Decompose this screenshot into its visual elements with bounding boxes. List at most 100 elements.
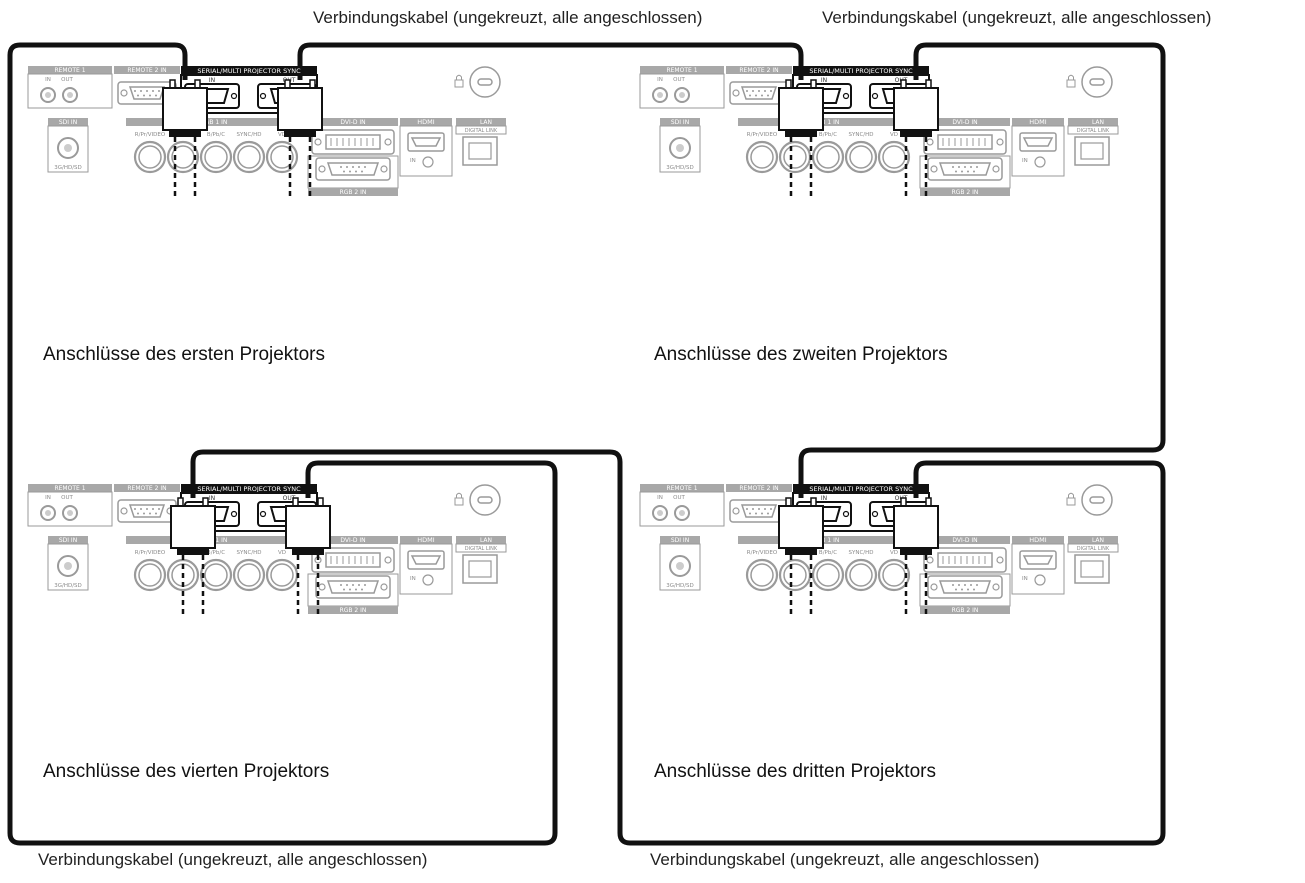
remote1-out-label: OUT: [673, 77, 685, 83]
serial-label: SERIAL/MULTI PROJECTOR SYNC: [809, 485, 913, 493]
hdmi-in-label: IN: [1022, 576, 1028, 582]
cable-connector-3: [778, 79, 824, 198]
serial-header: [181, 66, 317, 75]
rgb1-port-label-5: VD: [278, 550, 286, 556]
cable-connector-7: [778, 497, 824, 616]
rgb1-jack-3: [199, 140, 233, 174]
remote1-in-label: IN: [45, 495, 51, 501]
rgb1-port-label-3: B/Pb/C: [207, 132, 225, 138]
cable-caption-top-right: Verbindungskabel (ungekreuzt, alle anges…: [822, 8, 1212, 27]
remote1-out-label: OUT: [61, 495, 73, 501]
hdmi-port: [1019, 550, 1057, 570]
rgb2-port: [315, 157, 391, 181]
hdmi-screw: [1034, 156, 1046, 168]
remote2-port: [729, 499, 789, 523]
rgb2-label: RGB 2 IN: [952, 189, 979, 196]
rgb1-jack-1: [745, 140, 779, 174]
cable-connector-2: [277, 79, 323, 198]
cable-paths: [7, 42, 1166, 846]
dvi-port: [311, 129, 395, 155]
rgb1-port-label-4: SYNC/HD: [236, 132, 261, 138]
remote1-in-jack: [652, 505, 668, 521]
projector-label-second: Anschlüsse des zweiten Projektors: [654, 344, 948, 365]
dvi-header: [308, 118, 398, 126]
digital-link-label: DIGITAL LINK: [1077, 546, 1110, 552]
sdi-header: [660, 536, 700, 544]
cable-connector-8: [893, 497, 939, 616]
serial-label: SERIAL/MULTI PROJECTOR SYNC: [197, 67, 301, 75]
rgb1-port-label-1: R/Pr/VIDEO: [135, 132, 166, 138]
digital-link-label: DIGITAL LINK: [465, 546, 498, 552]
rgb1-port-label-5: VD: [890, 132, 898, 138]
dvi-label: DVI-D IN: [952, 119, 977, 126]
serial-in-label: IN: [821, 77, 827, 84]
lan-label: LAN: [1092, 537, 1104, 544]
security-slot: [469, 66, 501, 98]
remote1-header: [28, 484, 112, 492]
lock-icon: [1066, 74, 1076, 88]
lan-header: [1068, 118, 1118, 126]
cable-path-2: [297, 42, 804, 80]
serial-in-label: IN: [209, 495, 215, 502]
hdmi-in-label: IN: [410, 158, 416, 164]
security-slot: [1081, 484, 1113, 516]
rgb1-header: [126, 118, 302, 126]
remote1-in-label: IN: [657, 495, 663, 501]
rgb1-jack-5: [265, 140, 299, 174]
remote1-label: REMOTE 1: [54, 485, 85, 492]
lan-label: LAN: [480, 119, 492, 126]
rgb1-jack-5: [877, 558, 911, 592]
remote1-header: [28, 66, 112, 74]
hdmi-port: [407, 550, 445, 570]
dvi-header: [308, 536, 398, 544]
lan-label: LAN: [1092, 119, 1104, 126]
rgb1-header: [738, 118, 914, 126]
remote2-header: [114, 66, 180, 74]
remote2-header: [726, 66, 792, 74]
remote2-header: [114, 484, 180, 492]
rgb1-port-label-3: B/Pb/C: [207, 550, 225, 556]
rgb1-jack-4: [844, 140, 878, 174]
rgb1-port-label-5: VD: [890, 550, 898, 556]
rgb1-jack-4: [232, 558, 266, 592]
rgb2-label: RGB 2 IN: [952, 607, 979, 614]
rgb2-header: [308, 606, 398, 614]
sdi-header: [48, 118, 88, 126]
remote2-label: REMOTE 2 IN: [739, 485, 778, 492]
rgb1-header: [738, 536, 914, 544]
serial-in-label: IN: [209, 77, 215, 84]
lock-icon: [1066, 492, 1076, 506]
serial-label: SERIAL/MULTI PROJECTOR SYNC: [197, 485, 301, 493]
rgb1-label: RGB 1 IN: [813, 537, 840, 544]
sdi-label: SDI IN: [671, 119, 689, 126]
remote2-label: REMOTE 2 IN: [739, 67, 778, 74]
remote1-in-jack: [652, 87, 668, 103]
remote1-in-jack: [40, 87, 56, 103]
remote2-label: REMOTE 2 IN: [127, 67, 166, 74]
sdi-header: [48, 536, 88, 544]
serial-in-label: IN: [821, 495, 827, 502]
remote1-out-jack: [674, 505, 690, 521]
hdmi-screw: [1034, 574, 1046, 586]
rgb1-port-label-4: SYNC/HD: [848, 132, 873, 138]
projector-label-third: Anschlüsse des dritten Projektors: [654, 761, 936, 782]
lan-label: LAN: [480, 537, 492, 544]
sdi-jack: [57, 555, 79, 577]
rgb1-jack-1: [133, 558, 167, 592]
digital-link-label: DIGITAL LINK: [1077, 128, 1110, 134]
sdi-label: SDI IN: [59, 119, 77, 126]
serial-header: [793, 66, 929, 75]
dvi-label: DVI-D IN: [952, 537, 977, 544]
security-slot: [469, 484, 501, 516]
cable-connector-6: [285, 497, 331, 616]
rgb1-port-label-3: B/Pb/C: [819, 132, 837, 138]
rgb2-header: [920, 606, 1010, 614]
rgb1-jack-5: [877, 140, 911, 174]
hdmi-label: HDMI: [1029, 118, 1047, 126]
rgb2-port: [315, 575, 391, 599]
cable-caption-bottom-left: Verbindungskabel (ungekreuzt, alle anges…: [38, 850, 428, 869]
